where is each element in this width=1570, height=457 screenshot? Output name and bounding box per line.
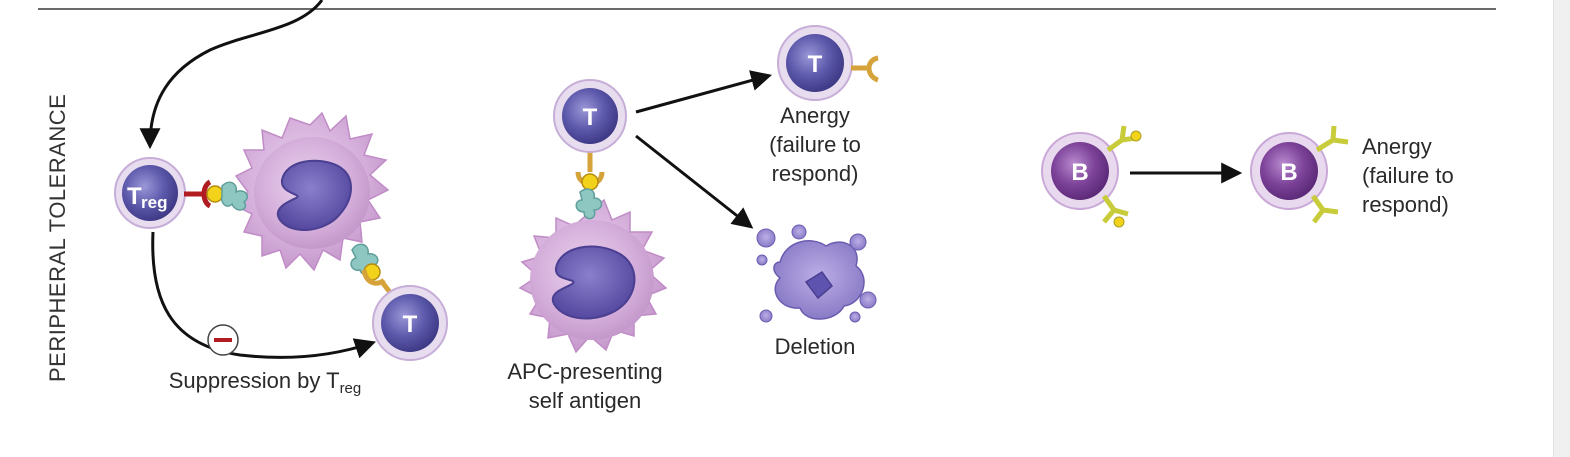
section-label-peripheral-tolerance: PERIPHERAL TOLERANCE [45,93,70,382]
treg-letter: T [127,183,142,210]
label-anergy-t: Anergy (failure to respond) [745,101,885,188]
label-apc-presenting: APC-presenting self antigen [470,357,700,415]
t-cell-anergic: T [777,25,880,101]
label-anergy-b: Anergy (failure to respond) [1362,132,1502,219]
label-anergy-b-line3: respond) [1362,192,1449,217]
apc-cell-middle [518,198,668,354]
label-apc-line2: self antigen [528,388,642,413]
label-anergy-b-line1: Anergy [1362,134,1432,159]
t-cell-letter: T [808,51,823,78]
b-cell-self-reactive: B [1041,125,1142,228]
suppression-arrow [151,231,376,359]
b-cell-letter: B [1071,159,1088,186]
apc-nucleus-left [277,159,352,232]
apc-middle-tcr-complex [575,150,605,220]
label-suppression-sub: reg [339,380,362,397]
treg-receptor-complex [184,179,248,211]
label-suppression: Suppression by Treg [130,366,400,398]
arrow-to-treg [139,0,324,150]
apoptotic-cell [756,224,877,323]
b-cell-anergic: B [1250,125,1349,224]
t-cell-letter: T [403,311,418,338]
t-cell-suppressed: T [372,285,448,361]
treg-cell: T reg [114,157,186,229]
apc-left-tcr-complex [350,243,398,302]
label-anergy-t-line1: Anergy [780,103,850,128]
t-cell-middle: T [553,79,627,153]
label-anergy-b-line2: (failure to [1362,163,1454,188]
label-anergy-t-line3: respond) [771,161,859,186]
treg-subscript: reg [141,193,167,212]
label-apc-line1: APC-presenting [507,359,663,384]
label-suppression-main: Suppression by T [168,368,340,393]
arrow-to-anergy-t [635,70,773,114]
inhibition-symbol [207,324,239,356]
b-cell-letter: B [1280,159,1297,186]
right-edge-strip [1553,0,1570,457]
t-cell-letter: T [583,104,598,131]
label-deletion: Deletion [774,334,856,359]
label-anergy-t-line2: (failure to [769,132,861,157]
apc-nucleus-middle [551,245,636,320]
arrow-to-deletion [635,134,754,229]
apc-cell-left [234,111,390,272]
